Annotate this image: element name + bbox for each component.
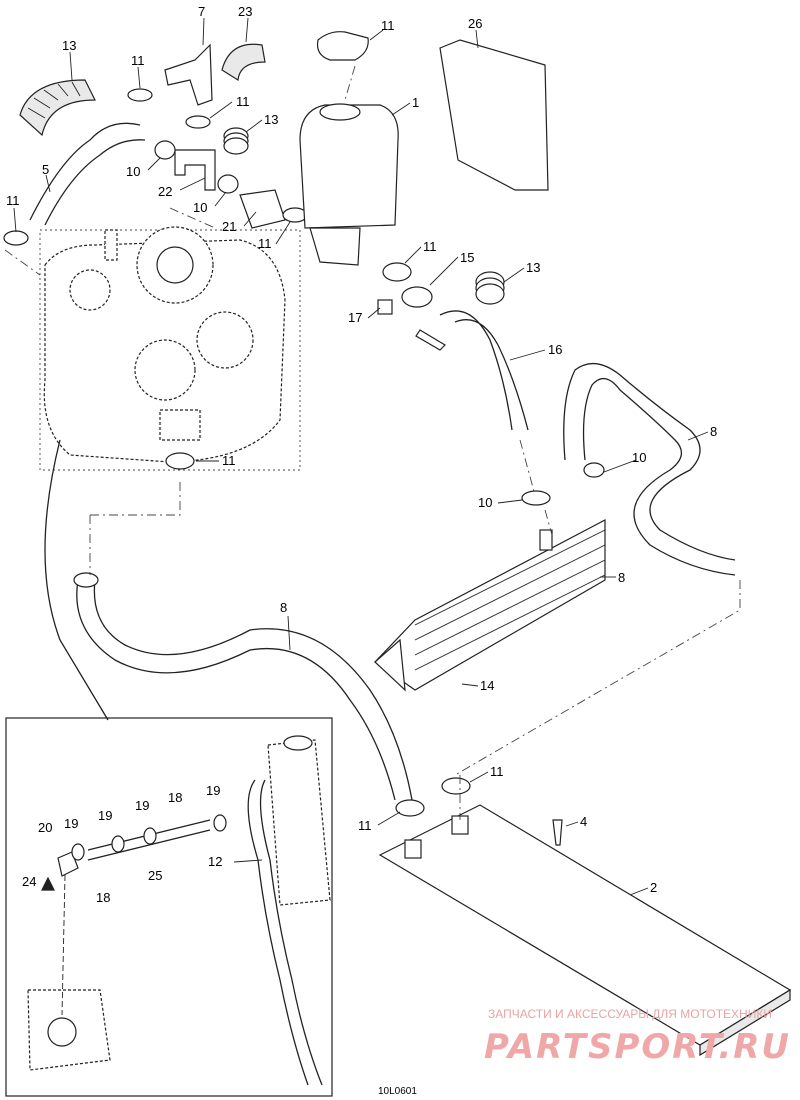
- callout-2: 2: [650, 880, 657, 895]
- callout-10: 10: [126, 164, 140, 179]
- clamp-11-lower-b: [441, 777, 471, 795]
- callout-labels: 13 11 7 23 11 26 11 13 1 5 11 10 22 10 2…: [6, 4, 717, 905]
- clamp-11-top: [127, 88, 153, 102]
- callout-11: 11: [358, 818, 372, 833]
- corrugated-hose-23: [221, 43, 266, 82]
- hose-16: [439, 310, 529, 431]
- callout-11: 11: [6, 193, 20, 208]
- reservoir-cap: [316, 31, 369, 61]
- dash-line-16: [519, 439, 553, 536]
- callout-13: 13: [62, 38, 76, 53]
- clamp-10-b: [217, 174, 239, 194]
- callout-11: 11: [490, 764, 504, 779]
- callout-3: 4: [580, 814, 587, 829]
- callout-11: 11: [381, 18, 395, 33]
- clamp-11-reservoir: [382, 262, 412, 282]
- bleed-line: [44, 439, 109, 721]
- callout-5: 8: [710, 424, 717, 439]
- callout-19: 19: [135, 798, 149, 813]
- callout-22: 22: [158, 184, 172, 199]
- bracket-17: [377, 299, 393, 315]
- callout-11: 11: [236, 94, 250, 109]
- tee-fitting-22: [174, 149, 216, 191]
- radiator-panel-2: [378, 804, 792, 1057]
- dash-line-5: [454, 580, 741, 776]
- detail-inset: [5, 717, 333, 1097]
- spring-clamp-13-top: [223, 127, 249, 155]
- hose-5: [563, 363, 736, 576]
- callout-10: 10: [632, 450, 646, 465]
- callout-19: 19: [206, 783, 220, 798]
- callout-8: 8: [280, 600, 287, 615]
- callout-4: 5: [42, 162, 49, 177]
- callout-15: 15: [460, 250, 474, 265]
- callout-18: 18: [168, 790, 182, 805]
- dash-line-bracket: [169, 207, 216, 229]
- clamp-11-mid: [165, 452, 195, 470]
- callout-11: 11: [423, 239, 437, 254]
- drawing-reference-code: 10L0601: [378, 1086, 417, 1097]
- watermark: ЗАПЧАСТИ И АКСЕССУАРЫ ДЛЯ МОТОТЕХНИКИ PA…: [484, 1007, 791, 1067]
- watermark-title: PARTSPORT.RU: [484, 1027, 791, 1067]
- callout-24: 24: [22, 874, 36, 889]
- callout-11: 11: [131, 53, 145, 68]
- callout-16: 16: [548, 342, 562, 357]
- dash-line-top: [344, 65, 356, 101]
- hose-8-end: [73, 572, 99, 588]
- bracket-26: [439, 39, 549, 191]
- clamp-15: [401, 286, 433, 308]
- callout-10: 10: [478, 495, 492, 510]
- callout-8: 8: [618, 570, 625, 585]
- corrugated-hose-13-a: [19, 79, 96, 137]
- dash-line-left: [4, 249, 41, 276]
- hose-21: [239, 189, 286, 229]
- callout-25: 25: [148, 868, 162, 883]
- fitting-7: [164, 43, 213, 106]
- clamp-10-c: [583, 462, 605, 478]
- callout-1: 1: [412, 95, 419, 110]
- callout-13: 13: [526, 260, 540, 275]
- callout-20: 20: [38, 820, 52, 835]
- watermark-subtitle: ЗАПЧАСТИ И АКСЕССУАРЫ ДЛЯ МОТОТЕХНИКИ: [488, 1007, 772, 1021]
- callout-23: 23: [238, 4, 252, 19]
- clamp-11-fitting: [185, 115, 211, 129]
- callout-19: 19: [98, 808, 112, 823]
- callout-11: 11: [258, 236, 272, 251]
- callout-19: 19: [64, 816, 78, 831]
- leader-lines: [13, 17, 709, 896]
- engine-block: [39, 226, 301, 471]
- callout-11: 11: [222, 453, 236, 468]
- callout-13: 13: [264, 112, 278, 127]
- callout-7: 7: [198, 4, 205, 19]
- coolant-reservoir: [299, 103, 399, 266]
- spring-clamp-13-right: [475, 271, 505, 305]
- callout-18: 18: [96, 890, 110, 905]
- dash-line-engine: [89, 480, 181, 575]
- callout-17: 17: [348, 310, 362, 325]
- callout-14: 14: [480, 678, 494, 693]
- heat-exchanger-8: [374, 519, 606, 692]
- clamp-11-lower-a: [395, 799, 425, 817]
- callout-10: 10: [193, 200, 207, 215]
- fastener-3: [552, 819, 563, 846]
- callout-21: 21: [222, 219, 236, 234]
- clamp-10-a: [154, 140, 176, 160]
- clamp-10-d: [521, 490, 551, 506]
- bolt: [415, 329, 446, 351]
- hose-4: [29, 122, 146, 226]
- hose-8-long: [76, 579, 413, 801]
- callout-26: 26: [468, 16, 482, 31]
- callout-12: 12: [208, 854, 222, 869]
- clamp-11-left: [3, 230, 29, 246]
